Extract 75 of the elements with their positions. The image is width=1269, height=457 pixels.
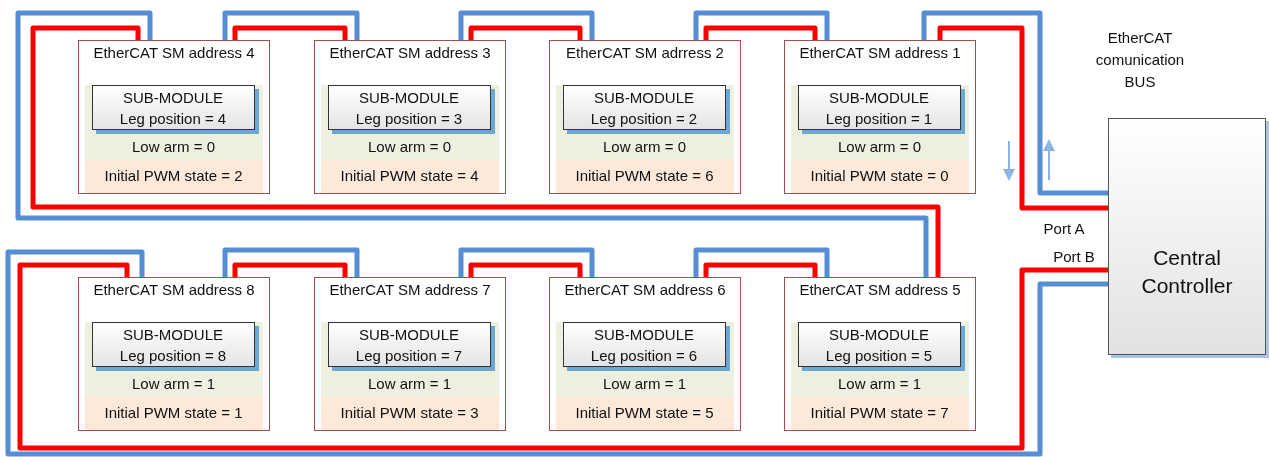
- bus-cable-line: [232, 262, 348, 277]
- parameter-band: [790, 321, 969, 396]
- module-title: EtherCAT SM address 4: [92, 43, 256, 63]
- bus-cable-line: [232, 25, 348, 40]
- parameter-text: Low arm = 0: [837, 136, 922, 157]
- bus-cable-line: [703, 25, 818, 40]
- state-text: Initial PWM state = 7: [809, 402, 950, 423]
- bus-cable-line: [693, 247, 830, 277]
- port-label: Port B: [1052, 247, 1096, 267]
- bus-cable-line: [693, 10, 830, 40]
- module-box: [784, 277, 976, 431]
- state-band: [84, 158, 263, 193]
- module-box: [78, 277, 270, 431]
- module-title: EtherCAT SM address 3: [328, 43, 492, 63]
- module-title: EtherCAT SM address 8: [92, 280, 256, 300]
- state-band: [790, 158, 969, 193]
- module-box: [314, 40, 506, 194]
- module-title: EtherCAT SM address 1: [798, 43, 962, 63]
- parameter-text: Low arm = 1: [837, 373, 922, 394]
- parameter-band: [555, 84, 734, 159]
- bus-cable-line: [458, 10, 595, 40]
- state-band: [84, 395, 263, 430]
- submodule-label: SUB-MODULE Leg position = 2: [589, 87, 699, 129]
- state-text: Initial PWM state = 5: [574, 402, 715, 423]
- bus-cable-line: [937, 25, 1108, 211]
- bus-cable-line: [222, 247, 360, 277]
- submodule-label: SUB-MODULE Leg position = 7: [354, 324, 464, 366]
- bus-cable-line: [468, 262, 583, 277]
- submodule-label: SUB-MODULE Leg position = 3: [354, 87, 464, 129]
- state-text: Initial PWM state = 2: [103, 165, 244, 186]
- parameter-band: [84, 321, 263, 396]
- bus-cable-line: [222, 10, 360, 40]
- controller-box: [1108, 118, 1266, 355]
- module-box: [314, 277, 506, 431]
- module-box: [549, 40, 741, 194]
- module-title: EtherCAT SM adrress 2: [565, 43, 725, 63]
- module-title: EtherCAT SM address 7: [328, 280, 492, 300]
- parameter-text: Low arm = 0: [367, 136, 452, 157]
- controller-label: Central Controller: [1140, 245, 1234, 299]
- module-box: [78, 40, 270, 194]
- submodule-label: SUB-MODULE Leg position = 8: [118, 324, 228, 366]
- state-band: [320, 158, 499, 193]
- module-title: EtherCAT SM address 5: [798, 280, 962, 300]
- state-text: Initial PWM state = 1: [103, 402, 244, 423]
- submodule-label: SUB-MODULE Leg position = 4: [118, 87, 228, 129]
- parameter-band: [790, 84, 969, 159]
- bus-cable-line: [468, 25, 583, 40]
- port-label: Port A: [1042, 219, 1086, 239]
- parameter-band: [84, 84, 263, 159]
- module-title: EtherCAT SM address 6: [563, 280, 727, 300]
- parameter-band: [320, 321, 499, 396]
- state-band: [555, 158, 734, 193]
- submodule-label: SUB-MODULE Leg position = 6: [589, 324, 699, 366]
- parameter-band: [320, 84, 499, 159]
- state-text: Initial PWM state = 4: [339, 165, 480, 186]
- bus-cable-line: [703, 262, 818, 277]
- parameter-text: Low arm = 0: [131, 136, 216, 157]
- state-band: [555, 395, 734, 430]
- state-band: [790, 395, 969, 430]
- state-text: Initial PWM state = 0: [809, 165, 950, 186]
- bus-cable-line: [458, 247, 595, 277]
- parameter-band: [555, 321, 734, 396]
- state-text: Initial PWM state = 3: [339, 402, 480, 423]
- module-box: [549, 277, 741, 431]
- module-box: [784, 40, 976, 194]
- parameter-text: Low arm = 1: [131, 373, 216, 394]
- parameter-text: Low arm = 0: [602, 136, 687, 157]
- state-text: Initial PWM state = 6: [574, 165, 715, 186]
- parameter-text: Low arm = 1: [602, 373, 687, 394]
- parameter-text: Low arm = 1: [367, 373, 452, 394]
- submodule-label: SUB-MODULE Leg position = 5: [824, 324, 934, 366]
- bus-caption: EtherCAT comunication BUS: [1094, 28, 1186, 92]
- bus-cable-line: [921, 10, 1108, 196]
- submodule-label: SUB-MODULE Leg position = 1: [824, 87, 934, 129]
- state-band: [320, 395, 499, 430]
